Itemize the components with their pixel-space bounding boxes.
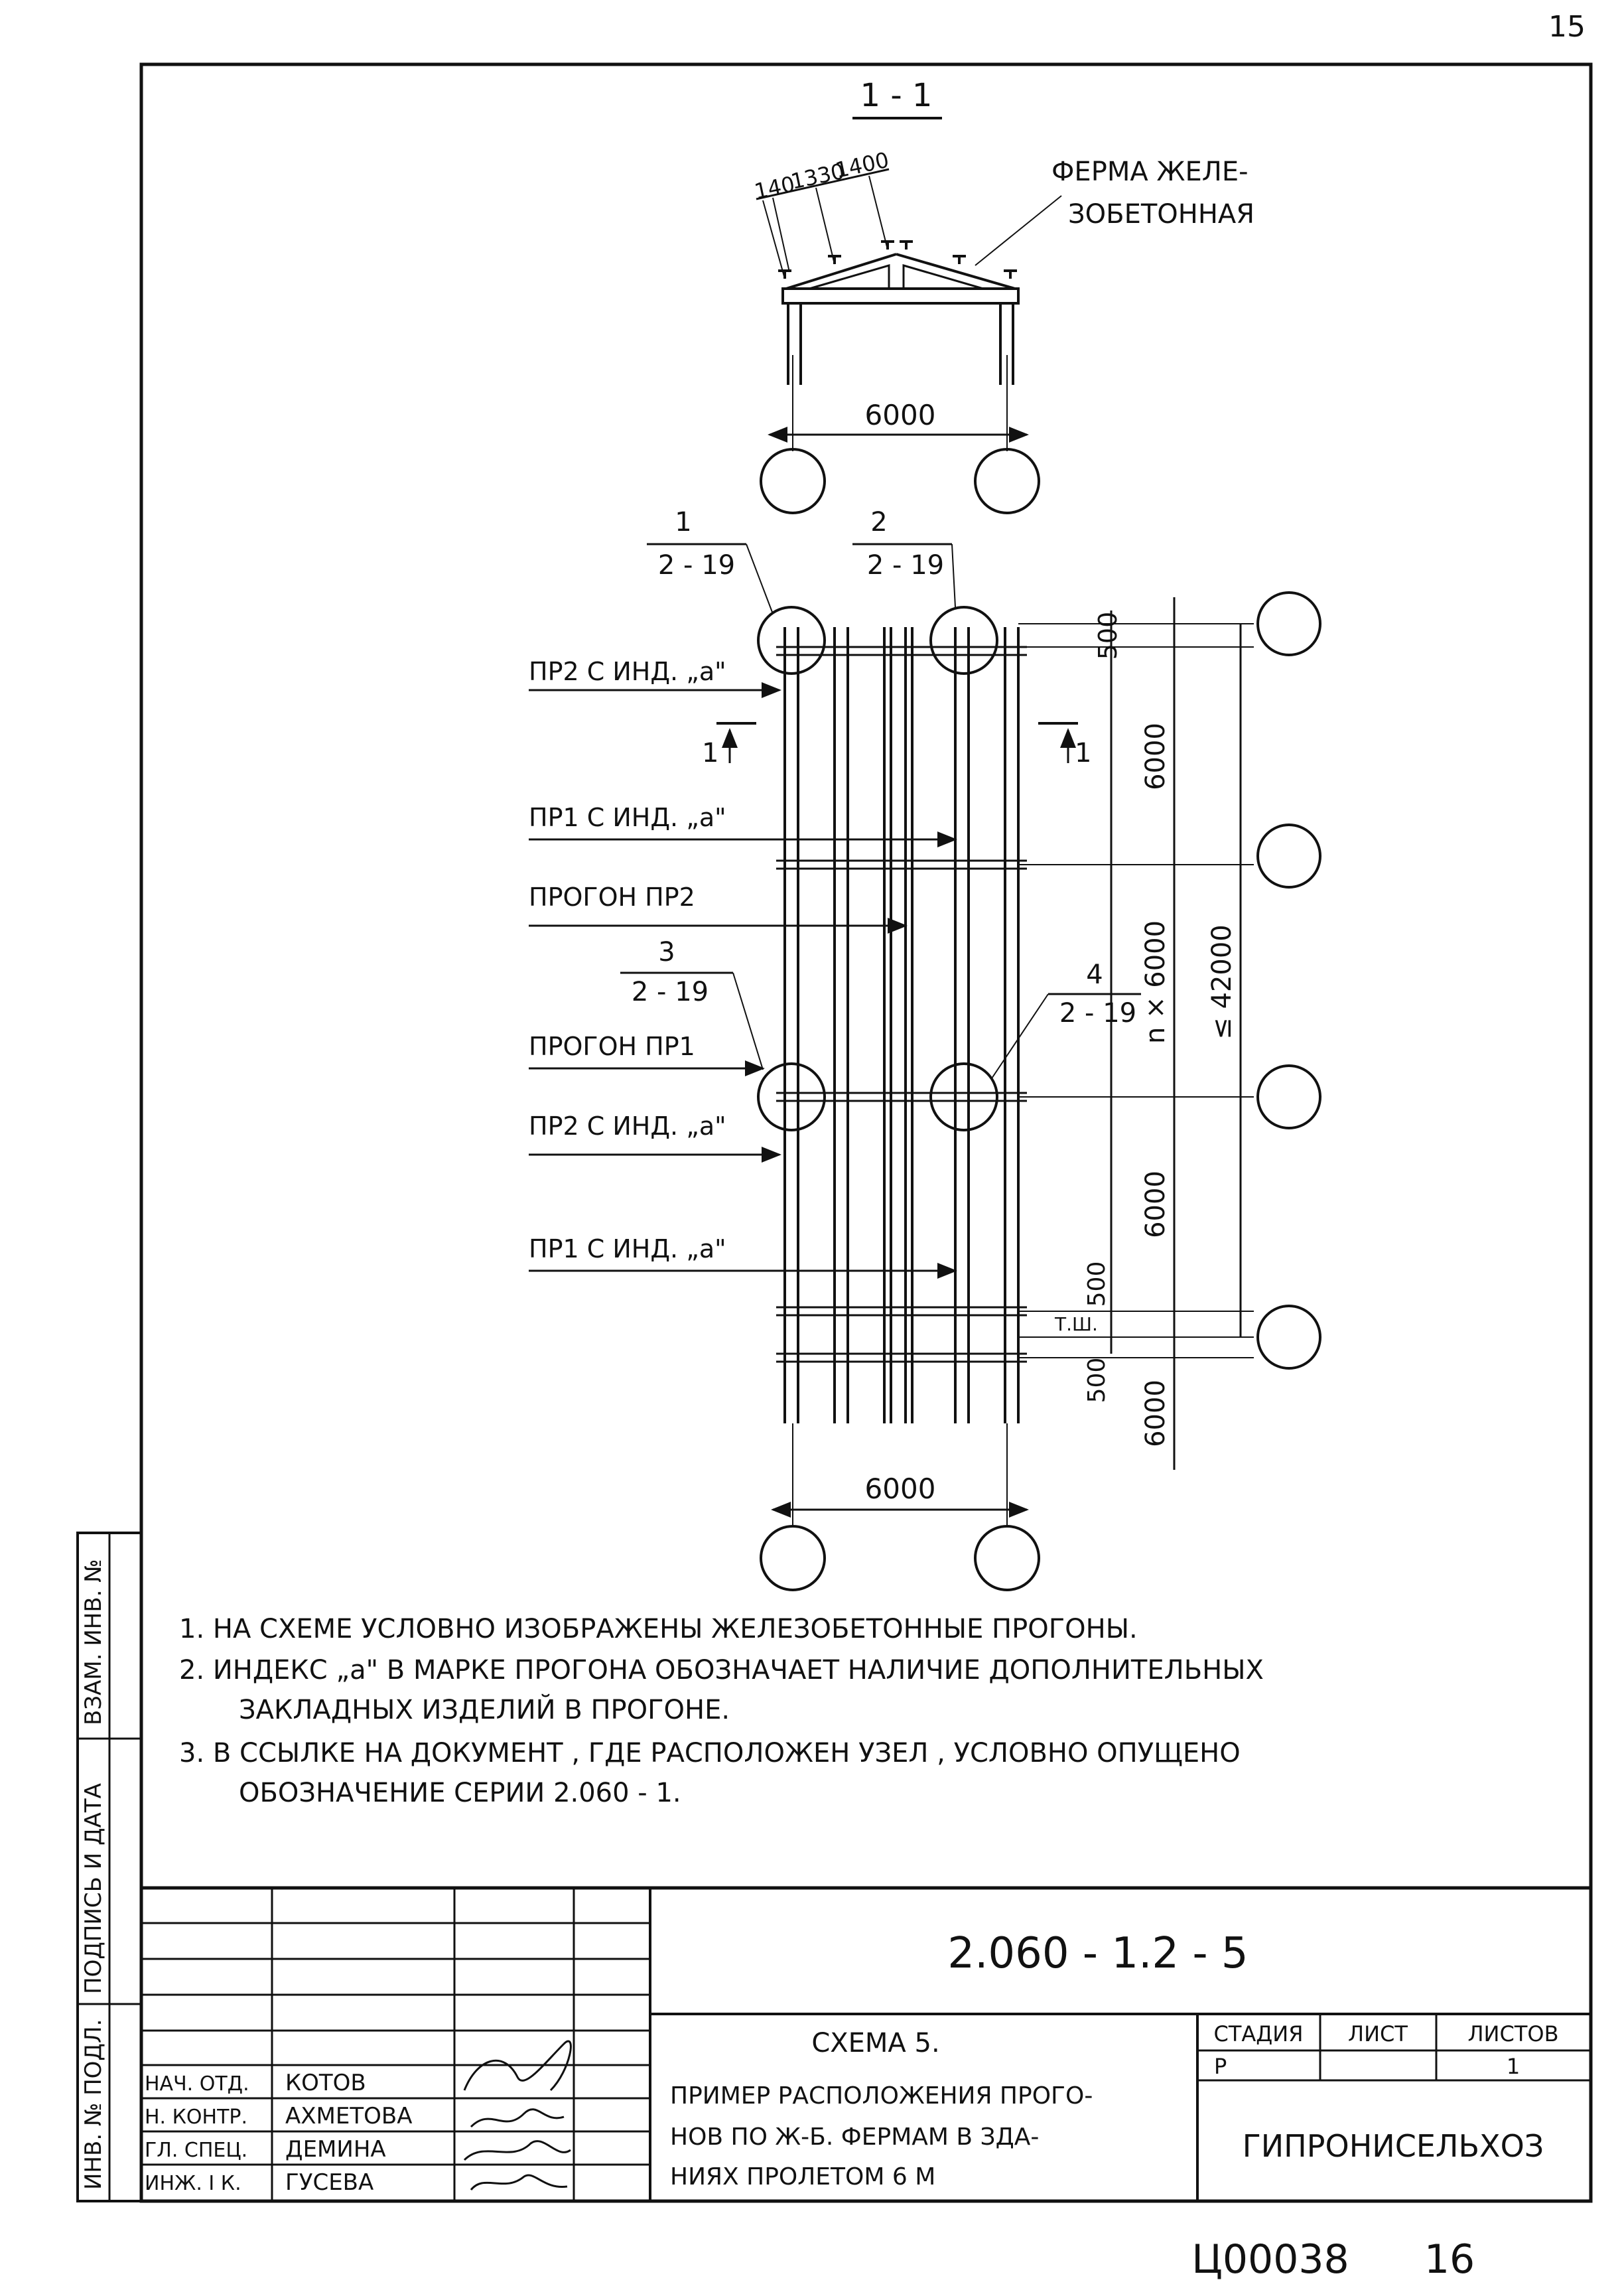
axis-bubble — [974, 1525, 1040, 1591]
purlin-label-3: ПРОГОН ПР2 — [529, 883, 908, 934]
svg-text:ПР1 С ИНД. „а": ПР1 С ИНД. „а" — [529, 803, 726, 832]
dim-500-top: 500 — [1093, 612, 1122, 660]
stamp-podpis-data: ПОДПИСЬ И ДАТА — [80, 1783, 107, 1994]
dim-n-6000: n × 6000 — [1140, 920, 1171, 1044]
svg-text:4: 4 — [1086, 960, 1103, 990]
purlin-label-4: ПРОГОН ПР1 — [529, 1032, 765, 1076]
section-span: 6000 — [865, 399, 936, 431]
purlin-label-6: ПР1 С ИНД. „а" — [529, 1234, 957, 1279]
section-title: 1 - 1 — [860, 77, 933, 114]
detail-circle-4 — [929, 1062, 998, 1131]
axis-bubble — [1256, 1064, 1321, 1129]
purlin-label-1: ПР2 С ИНД. „а" — [529, 657, 781, 698]
svg-text:2 - 19: 2 - 19 — [632, 977, 709, 1007]
name-kotov: КОТОВ — [285, 2070, 366, 2096]
role-inzh: ИНЖ. I К. — [145, 2172, 241, 2195]
page-number-top: 15 — [1548, 10, 1586, 44]
purlin-lines — [776, 646, 1027, 1363]
note-2-cont: ЗАКЛАДНЫХ ИЗДЕЛИЙ В ПРОГОНЕ. — [239, 1693, 730, 1725]
description-line1: ПРИМЕР РАСПОЛОЖЕНИЯ ПРОГО- — [670, 2082, 1093, 2110]
name-guseva: ГУСЕВА — [285, 2169, 373, 2196]
header-sheet: ЛИСТ — [1348, 2021, 1408, 2046]
svg-text:ПР1 С ИНД. „а": ПР1 С ИНД. „а" — [529, 1234, 726, 1263]
plan-scheme: 1 2 - 19 2 2 - 19 3 2 - 19 4 2 - 19 ПР2 … — [529, 507, 1321, 1591]
role-gl-spets: ГЛ. СПЕЦ. — [145, 2139, 247, 2162]
detail-circle-3 — [757, 1062, 826, 1131]
value-sheets: 1 — [1507, 2054, 1520, 2079]
truss-label-line1: ФЕРМА ЖЕЛЕ- — [1051, 157, 1249, 187]
dim-500-mid: 500 — [1083, 1261, 1111, 1307]
note-3: 3. В ССЫЛКЕ НА ДОКУМЕНТ , ГДЕ РАСПОЛОЖЕН… — [179, 1738, 1241, 1768]
section-mark-left: 1 — [702, 722, 756, 768]
svg-text:ПРОГОН ПР2: ПРОГОН ПР2 — [529, 883, 695, 912]
svg-text:1: 1 — [675, 507, 691, 538]
svg-text:ПР2 С ИНД. „а": ПР2 С ИНД. „а" — [529, 1112, 726, 1141]
name-demina: ДЕМИНА — [285, 2136, 386, 2163]
dim-6000-b: 6000 — [1140, 1171, 1171, 1238]
organization: ГИПРОНИСЕЛЬХОЗ — [1243, 2128, 1544, 2164]
detail-circle-1 — [757, 606, 826, 675]
svg-text:1: 1 — [702, 738, 718, 768]
svg-text:2: 2 — [870, 507, 887, 538]
archive-number: Ц00038 — [1191, 2236, 1349, 2283]
dim-500-bottom: 500 — [1083, 1358, 1111, 1403]
callout-3: 3 2 - 19 — [620, 937, 764, 1070]
drawing-frame — [139, 62, 1593, 2203]
header-sheets: ЛИСТОВ — [1467, 2021, 1558, 2046]
axis-bubble — [1256, 591, 1321, 656]
svg-text:ПР2 С ИНД. „а": ПР2 С ИНД. „а" — [529, 657, 726, 686]
purlin-label-5: ПР2 С ИНД. „а" — [529, 1112, 781, 1163]
axis-bubble — [760, 1525, 826, 1591]
name-akhmetova: АХМЕТОВА — [285, 2103, 412, 2129]
dim-6000-c: 6000 — [1140, 1380, 1171, 1447]
callout-1: 1 2 - 19 — [647, 507, 774, 614]
dim-tsh: Т.Ш. — [1054, 1313, 1098, 1335]
notes: 1. НА СХЕМЕ УСЛОВНО ИЗОБРАЖЕНЫ ЖЕЛЕЗОБЕТ… — [179, 1614, 1264, 1808]
axis-bubble — [1256, 1305, 1321, 1370]
svg-text:1: 1 — [1075, 738, 1091, 768]
svg-text:2 - 19: 2 - 19 — [658, 550, 735, 581]
role-n-kontr: Н. КОНТР. — [145, 2106, 247, 2129]
svg-text:2 - 19: 2 - 19 — [867, 550, 944, 581]
section-mark-right: 1 — [1038, 722, 1091, 768]
note-1: 1. НА СХЕМЕ УСЛОВНО ИЗОБРАЖЕНЫ ЖЕЛЕЗОБЕТ… — [179, 1614, 1138, 1644]
slope-dimensions: 140 1330 1400 — [752, 147, 892, 279]
page-number-bottom: 16 — [1424, 2236, 1475, 2283]
stamp-vzam-inv: ВЗАМ. ИНВ. № — [80, 1559, 107, 1725]
value-stage: Р — [1214, 2054, 1227, 2079]
truss-lines — [783, 627, 1020, 1423]
stamp-inv-podl: ИНВ. № ПОДЛ. — [80, 2019, 107, 2190]
svg-text:2 - 19: 2 - 19 — [1059, 998, 1136, 1029]
title-block: 2.060 - 1.2 - 5 НАЧ. ОТД. КОТОВ Н. КОНТР… — [141, 1886, 1591, 2201]
callout-4: 4 2 - 19 — [991, 960, 1141, 1079]
note-3-cont: ОБОЗНАЧЕНИЕ СЕРИИ 2.060 - 1. — [239, 1778, 681, 1808]
right-dimensions: 500 6000 n × 6000 ≤ 42000 6000 500 Т.Ш. … — [1018, 597, 1254, 1470]
description-line3: НИЯХ ПРОЛЕТОМ 6 М — [670, 2163, 935, 2190]
description-line2: НОВ ПО Ж-Б. ФЕРМАМ В ЗДА- — [670, 2123, 1039, 2151]
axis-bubble — [1256, 824, 1321, 889]
axis-bubble — [760, 448, 826, 514]
side-stamp: ИНВ. № ПОДЛ. ПОДПИСЬ И ДАТА ВЗАМ. ИНВ. № — [76, 1532, 143, 2202]
purlin-label-2: ПР1 С ИНД. „а" — [529, 803, 957, 847]
doc-code: 2.060 - 1.2 - 5 — [947, 1929, 1248, 1978]
dim-6000-a: 6000 — [1140, 723, 1171, 790]
dim-total: ≤ 42000 — [1207, 924, 1237, 1039]
dim-1400: 1400 — [833, 147, 892, 183]
callout-2: 2 2 - 19 — [852, 507, 956, 608]
role-nach-otd: НАЧ. ОТД. — [145, 2072, 249, 2096]
header-stage: СТАДИЯ — [1214, 2021, 1304, 2046]
plan-span: 6000 — [865, 1472, 936, 1505]
axis-bubble — [974, 448, 1040, 514]
note-2: 2. ИНДЕКС „а" В МАРКЕ ПРОГОНА ОБОЗНАЧАЕТ… — [179, 1655, 1264, 1686]
section-1-1: 1 - 1 — [752, 77, 1254, 514]
detail-circle-2 — [929, 606, 998, 675]
truss-label-line2: ЗОБЕТОННАЯ — [1068, 199, 1254, 230]
signatures — [463, 2040, 572, 2191]
scheme-title: СХЕМА 5. — [811, 2028, 939, 2058]
svg-text:ПРОГОН ПР1: ПРОГОН ПР1 — [529, 1032, 695, 1061]
svg-text:3: 3 — [658, 937, 675, 968]
